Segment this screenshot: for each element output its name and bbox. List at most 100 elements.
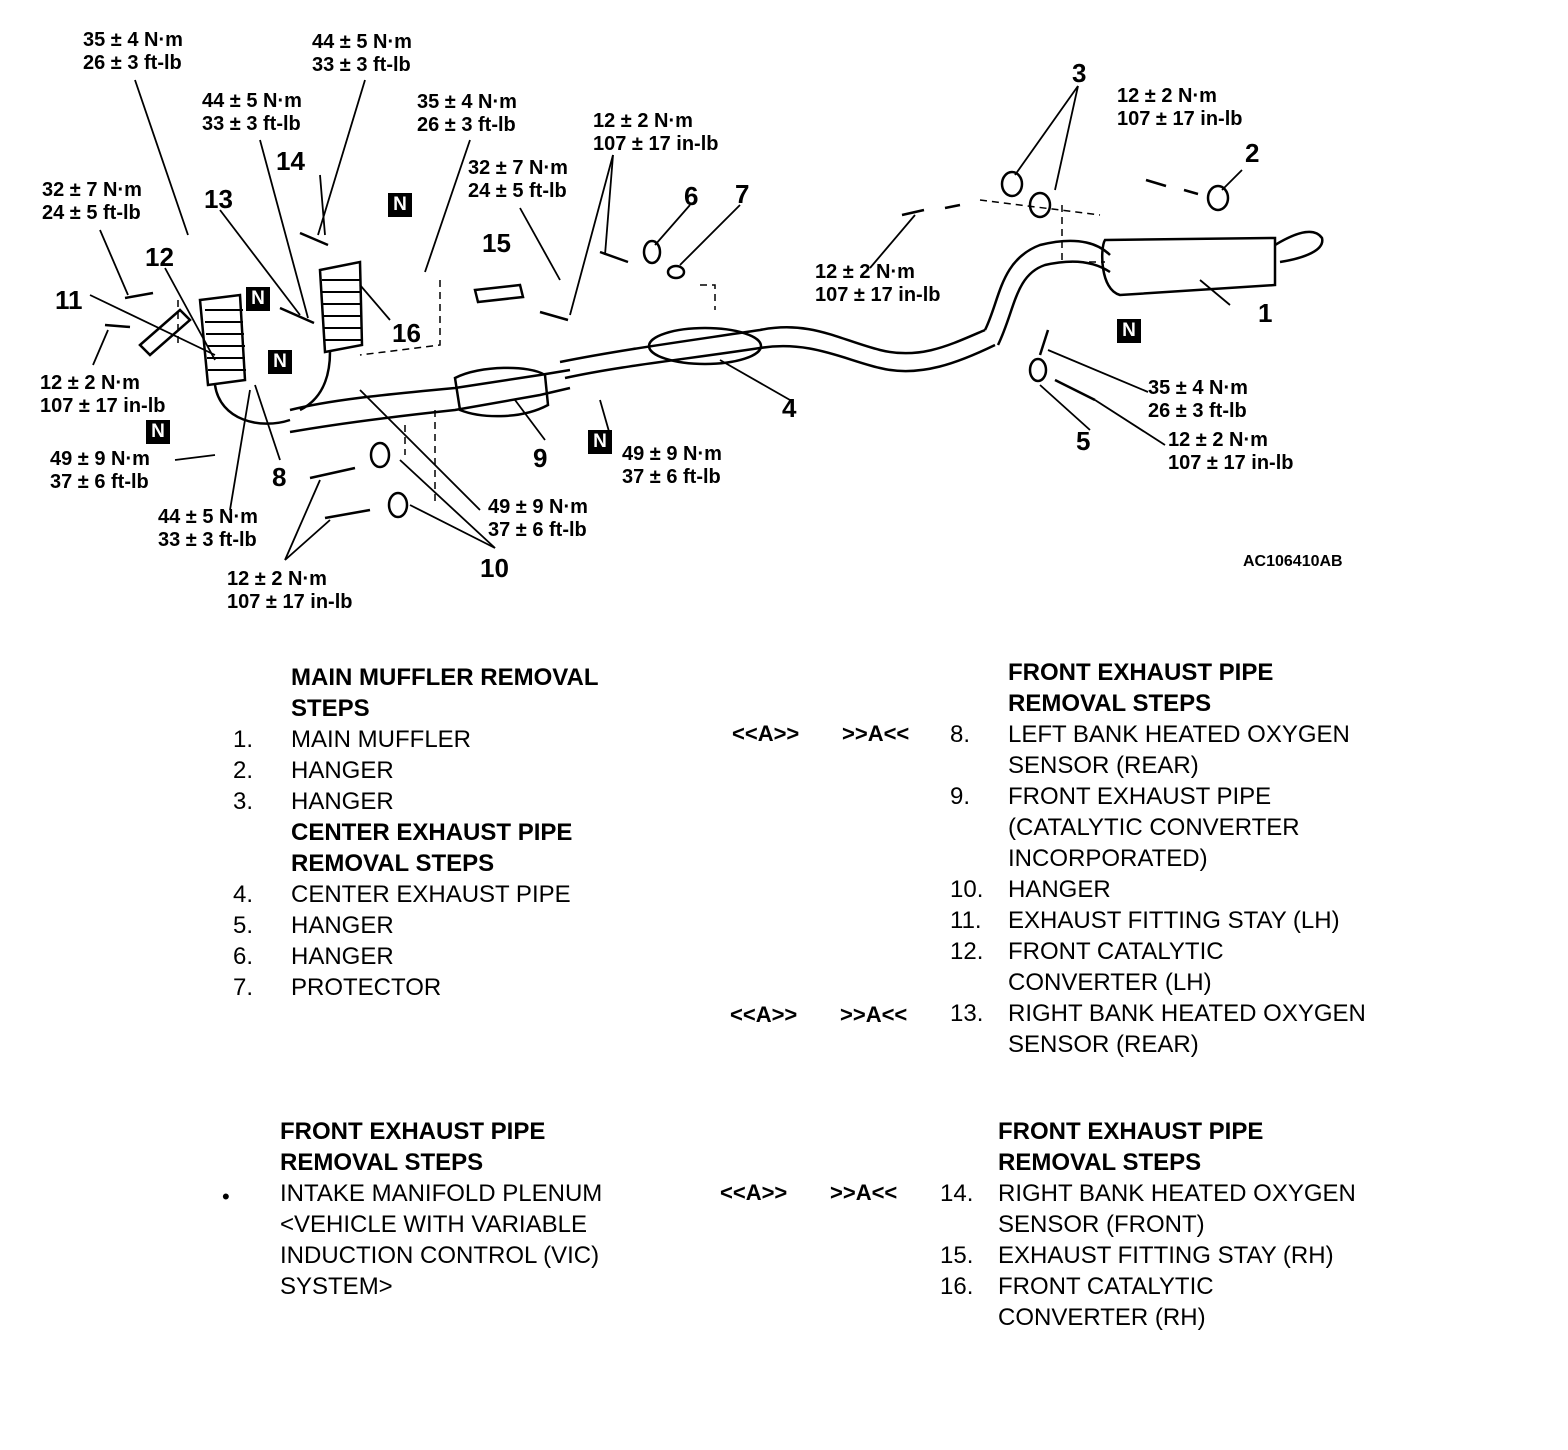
callout-5: 5 xyxy=(1076,426,1091,456)
callout-14: 14 xyxy=(276,146,305,176)
bolt-h xyxy=(324,508,371,520)
section-heading: REMOVAL STEPS xyxy=(998,1149,1202,1176)
callout-16: 16 xyxy=(392,318,421,348)
mark-a-left: <<A>> xyxy=(730,1002,798,1027)
callout-11: 11 xyxy=(55,285,83,315)
callout-7: 7 xyxy=(735,179,750,209)
exhaust-drawing xyxy=(89,79,1324,561)
exhaust-stay-lh xyxy=(138,308,192,357)
front-catalytic-lh xyxy=(198,293,247,387)
callout-9: 9 xyxy=(533,443,548,473)
figure-id: AC106410AB xyxy=(1243,553,1343,570)
n-mark: N xyxy=(588,430,612,454)
step-item: 5.HANGER xyxy=(233,912,394,939)
hanger-10b xyxy=(387,491,409,519)
hanger-2 xyxy=(1206,184,1230,212)
front-pipe-outline xyxy=(289,386,571,434)
mark-a-right: >>A<< xyxy=(840,1002,908,1027)
callout-15: 15 xyxy=(482,228,511,258)
step-item: 10.HANGER xyxy=(950,876,1111,903)
main-muffler xyxy=(1100,236,1277,297)
callout-13: 13 xyxy=(204,184,233,214)
section-heading: FRONT EXHAUST PIPE xyxy=(1008,659,1274,686)
n-mark: N xyxy=(1117,319,1141,343)
hanger-6 xyxy=(642,239,662,265)
front-pipe-steps-lower-left: FRONT EXHAUST PIPE REMOVAL STEPS INTAKE … xyxy=(280,1116,602,1302)
bolt-b xyxy=(1145,178,1199,196)
n-mark: N xyxy=(388,193,412,217)
exhaust-stay-rh xyxy=(473,283,525,304)
hanger-5 xyxy=(1028,357,1048,383)
callout-4: 4 xyxy=(782,393,797,423)
callout-8: 8 xyxy=(272,462,287,492)
bolt-f xyxy=(539,310,569,322)
front-catalytic-rh xyxy=(318,260,364,354)
resonator xyxy=(647,326,763,366)
mark-a-left: <<A>> xyxy=(732,721,800,746)
center-pipe-outline xyxy=(564,343,996,380)
bolt-c xyxy=(1038,329,1050,356)
section-heading: REMOVAL STEPS xyxy=(1008,690,1212,717)
front-pipe xyxy=(289,368,571,412)
leader-lines xyxy=(89,79,1243,561)
step-item: 7.PROTECTOR xyxy=(233,974,442,1001)
section-heading: REMOVAL STEPS xyxy=(280,1149,484,1176)
center-pipe xyxy=(559,326,986,364)
section-heading: FRONT EXHAUST PIPE xyxy=(280,1118,546,1145)
front-pipe-steps-lower-right: FRONT EXHAUST PIPE REMOVAL STEPS 14.RIGH… xyxy=(940,1116,1356,1333)
dashed-guides xyxy=(177,199,1105,505)
step-item: 15.EXHAUST FITTING STAY (RH) xyxy=(940,1242,1334,1269)
section-heading: REMOVAL STEPS xyxy=(291,850,495,877)
catalytic-converter xyxy=(453,366,550,418)
callout-3: 3 xyxy=(1072,58,1087,88)
callout-1: 1 xyxy=(1258,298,1273,328)
step-item: 3.HANGER xyxy=(233,788,394,815)
callout-6: 6 xyxy=(684,181,699,211)
hanger-10a xyxy=(369,441,391,469)
n-mark: N xyxy=(246,287,270,311)
n-mark: N xyxy=(146,420,170,444)
step-item: 2.HANGER xyxy=(233,757,394,784)
rear-pipe-outline xyxy=(996,260,1111,346)
step-item: 11.EXHAUST FITTING STAY (LH) xyxy=(950,907,1340,934)
bolt-k xyxy=(124,291,154,300)
section-heading: FRONT EXHAUST PIPE xyxy=(998,1118,1264,1145)
section-heading: MAIN MUFFLER REMOVAL xyxy=(291,664,599,691)
main-muffler-steps: MAIN MUFFLER REMOVAL STEPS 1.MAIN MUFFLE… xyxy=(233,662,599,1003)
callout-10: 10 xyxy=(480,553,509,583)
front-pipe-steps: FRONT EXHAUST PIPE REMOVAL STEPS 8.LEFT … xyxy=(950,657,1366,1060)
callout-12: 12 xyxy=(145,242,174,272)
mark-a-right: >>A<< xyxy=(830,1180,898,1205)
bullet-mark: • xyxy=(222,1184,230,1209)
mark-a-left: <<A>> xyxy=(720,1180,788,1205)
step-item: 1.MAIN MUFFLER xyxy=(233,726,471,753)
step-item: 6.HANGER xyxy=(233,943,394,970)
bolt-e xyxy=(599,250,629,264)
hanger-3a xyxy=(1000,170,1024,198)
n-mark: N xyxy=(268,350,292,374)
callout-2: 2 xyxy=(1245,138,1260,168)
step-item: 9.FRONT EXHAUST PIPE(CATALYTIC CONVERTER… xyxy=(950,783,1300,872)
bolt-j xyxy=(279,306,315,325)
section-heading: STEPS xyxy=(291,695,370,722)
